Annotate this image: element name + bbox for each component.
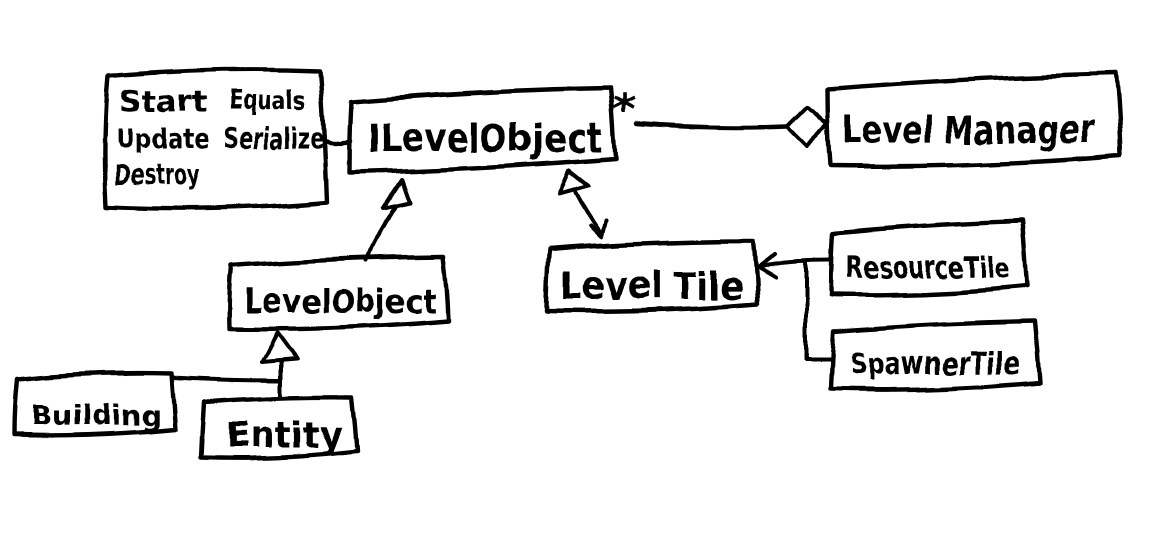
node-resourcetile: ResourceTile	[828, 218, 1031, 298]
class-border	[824, 71, 1124, 169]
node-entity: Entity	[198, 394, 360, 461]
inheritance-stem	[365, 205, 397, 263]
method-label-update: Update	[116, 122, 210, 155]
class-label-spawnertile: SpawnerTile	[850, 347, 1020, 382]
method-label-equals: Equals	[228, 84, 306, 117]
inheritance-arrowhead-icon	[558, 169, 591, 196]
edge-inheritance-entity-levelobject	[260, 331, 298, 399]
arrowhead-icon	[589, 218, 608, 239]
node-interface-methods-note: Start Equals Update Serialize Destroy	[102, 67, 330, 211]
class-label-entity: Entity	[225, 416, 343, 457]
class-border	[198, 394, 360, 461]
node-leveltile: Level Tile	[543, 238, 761, 314]
edge-aggregation-manager-ilevelobject: *	[612, 86, 829, 148]
class-label-levelmanager: Level Manager	[842, 108, 1094, 152]
class-label-levelobject: LevelObject	[244, 282, 436, 322]
node-levelmanager: Level Manager	[824, 71, 1124, 169]
class-label-resourcetile: ResourceTile	[846, 251, 1010, 286]
edge-inheritance-levelobject-ilevelobject	[365, 178, 412, 263]
node-spawnertile: SpawnerTile	[828, 318, 1043, 392]
class-label-ilevelobject: ILevelObject	[368, 116, 602, 162]
inheritance-arrowhead-icon	[381, 178, 412, 211]
node-ilevelobject: ILevelObject	[347, 85, 618, 176]
class-border	[828, 318, 1043, 392]
inheritance-arrowhead-icon	[260, 331, 298, 364]
class-border	[11, 370, 178, 438]
multiplicity-star-label: *	[612, 86, 635, 137]
inheritance-stem	[574, 191, 603, 235]
method-label-destroy: Destroy	[114, 158, 200, 191]
node-levelobject: LevelObject	[226, 254, 451, 332]
ink-layer: Start Equals Update Serialize Destroy IL…	[11, 67, 1124, 461]
aggregation-diamond-icon	[785, 105, 829, 148]
class-border	[543, 238, 761, 314]
edge-note-attachment	[324, 137, 354, 147]
class-border	[347, 85, 618, 176]
method-label-start: Start	[119, 84, 207, 117]
method-label-serialize: Serialize	[224, 122, 324, 155]
class-border	[828, 218, 1031, 298]
class-label-leveltile: Level Tile	[560, 264, 744, 308]
node-building: Building	[11, 370, 178, 438]
class-label-building: Building	[31, 399, 161, 432]
edge-inheritance-leveltile-ilevelobject	[558, 169, 608, 239]
edge-building-join-line	[170, 375, 282, 382]
aggregation-shaft	[633, 121, 789, 131]
open-arrowhead-icon	[757, 252, 778, 279]
class-border	[226, 254, 451, 332]
edge-inheritance-tiles-leveltile	[757, 252, 832, 360]
note-border	[102, 67, 330, 211]
connector-shaft	[760, 259, 831, 268]
